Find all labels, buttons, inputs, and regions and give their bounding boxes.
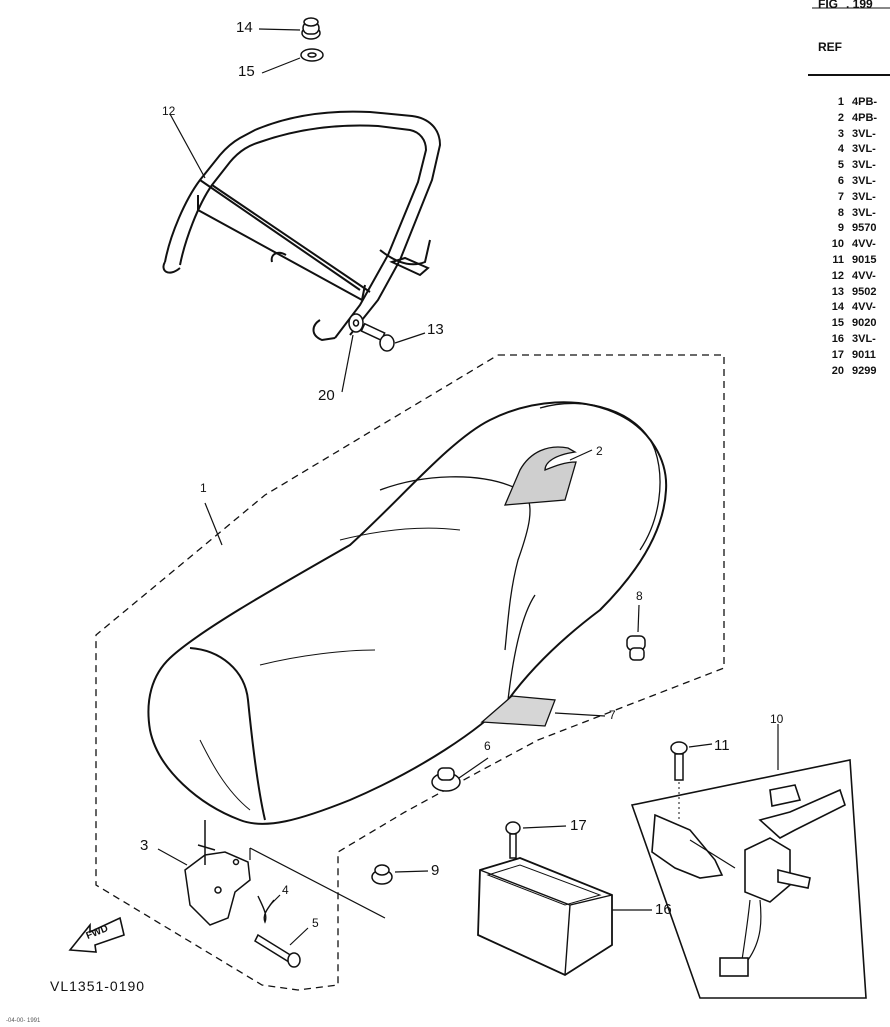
part-7-pad [480,695,556,727]
table-row: 5 3VL- [824,159,890,175]
part-number: 3VL- [852,174,876,187]
callout-11: 11 [714,737,730,754]
part-11-bolt [670,741,688,781]
callout-13: 13 [427,321,444,338]
part-12-grab-bar [162,110,442,342]
table-row: 12 4VV- [824,270,890,286]
callout-5: 5 [312,916,319,930]
callout-10: 10 [770,712,784,726]
ref-number: 7 [837,190,844,203]
part-number: 4PB- [852,111,878,124]
table-row: 14 4VV- [824,301,890,317]
ref-number: 9 [837,222,844,235]
table-row: 20 9299 [824,365,890,381]
table-row: 1 4PB- [824,96,890,112]
part-number: 3VL- [852,127,876,140]
ref-number: 6 [837,174,844,187]
part-14-cap-nut [301,17,321,40]
part-number: 9015 [852,253,877,266]
callout-2: 2 [596,444,603,458]
ref-number: 4 [837,143,844,156]
part-9-grommet [371,864,393,885]
callout-7: 7 [609,708,616,722]
ref-number: 17 [831,348,844,361]
ref-number: 16 [831,332,844,345]
ref-number: 3 [837,127,844,140]
callout-3: 3 [140,837,149,854]
part-6-damper [431,767,461,792]
callout-20: 20 [318,387,335,404]
part-number: 9299 [852,364,877,377]
table-row: 17 9011 [824,349,890,365]
part-4-clip [257,895,275,924]
part-number: 9570 [852,222,877,235]
part-13-bolt [360,322,395,352]
fig-label: FIG. 199 [818,0,873,11]
ref-number: 13 [831,285,844,298]
part-10-lock-assembly [630,759,867,999]
part-number: 4VV- [852,301,876,314]
table-row: 6 3VL- [824,175,890,191]
part-2-emblem [503,446,577,506]
part-3-seat-lock [184,820,251,926]
part-20-washer [348,313,364,333]
ref-number: 12 [831,269,844,282]
drawing-code: VL1351-0190 [50,978,146,994]
table-row: 11 9015 [824,254,890,270]
ref-number: 15 [831,317,844,330]
table-row: 2 4PB- [824,112,890,128]
ref-number: 2 [837,111,844,124]
ref-number: 5 [837,159,844,172]
part-number: 3VL- [852,159,876,172]
callout-15: 15 [238,63,255,80]
table-row: 4 3VL- [824,143,890,159]
part-number: 9020 [852,317,877,330]
part-number: 4VV- [852,238,876,251]
callout-14: 14 [236,19,253,36]
callout-6: 6 [484,739,491,753]
part-number: 9011 [852,348,876,361]
part-5-pin [254,933,301,968]
callout-4: 4 [282,883,289,897]
callout-16: 16 [655,901,672,918]
part-1-seat [147,401,668,825]
part-number: 9502 [852,285,877,298]
part-8-damper [626,635,646,661]
callout-1: 1 [200,481,207,495]
table-row: 3 3VL- [824,128,890,144]
table-row: 8 3VL- [824,207,890,223]
callout-8: 8 [636,589,643,603]
footer-code: -04-00- 1991 [6,1018,41,1024]
ref-number: 14 [831,301,844,314]
ref-label: REF [818,40,842,54]
table-row: 15 9020 [824,317,890,333]
callout-9: 9 [431,862,440,879]
ref-number: 10 [831,238,844,251]
part-number: 4VV- [852,269,876,282]
table-row: 9 9570 [824,222,890,238]
callout-12: 12 [162,104,176,118]
ref-number: 8 [837,206,844,219]
table-row: 10 4VV- [824,238,890,254]
ref-number: 1 [837,96,844,108]
ref-number: 20 [831,364,844,377]
fwd-arrow-icon [68,916,125,953]
table-row: 7 3VL- [824,191,890,207]
parts-table: 1 4PB- 2 4PB- 3 3VL- 4 3VL- 5 3VL- 6 3VL- 7 3VL- 8 3VL-… [824,96,890,380]
ref-number: 11 [832,253,844,266]
part-number: 3VL- [852,190,876,203]
part-15-washer [300,48,324,62]
part-number: 3VL- [852,143,876,156]
part-number: 4PB- [852,96,878,108]
table-row: 13 9502 [824,286,890,302]
callout-17: 17 [570,817,587,834]
part-17-screw [505,821,521,859]
table-row: 16 3VL- [824,333,890,349]
assembly-boundary [95,354,725,991]
part-number: 3VL- [852,332,876,345]
part-number: 3VL- [852,206,876,219]
part-16-tray [477,857,613,977]
